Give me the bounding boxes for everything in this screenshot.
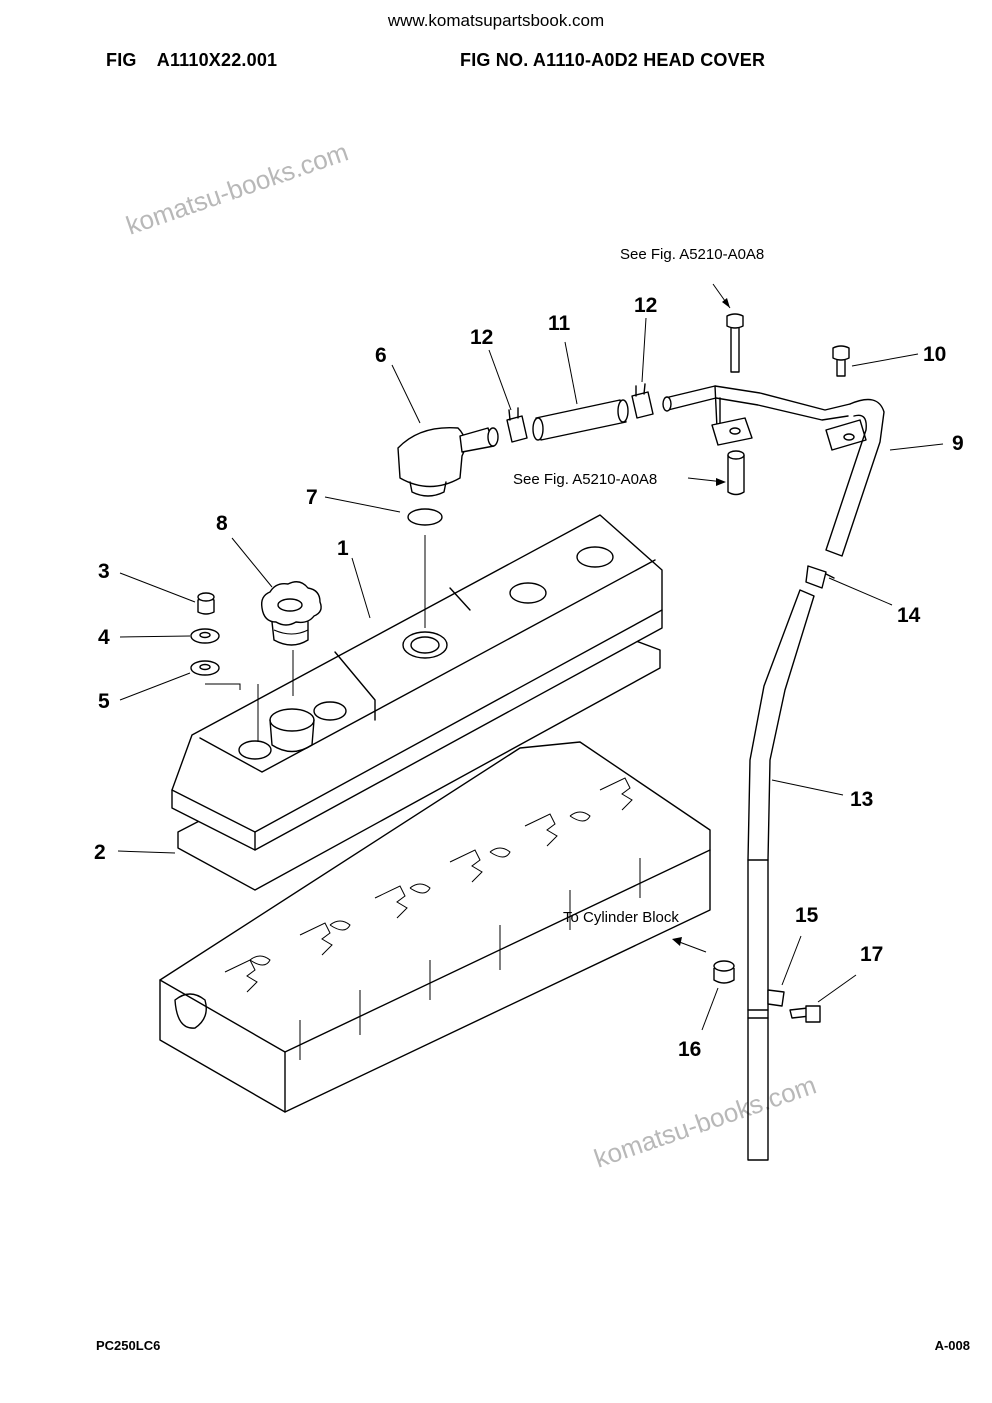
callout-1: 1 (337, 537, 349, 560)
head-cover-gasket (177, 621, 661, 891)
cylinder-head (159, 741, 711, 1113)
note-to-cylinder-block: To Cylinder Block (563, 909, 679, 926)
tube-13 (747, 589, 815, 1161)
spacer-16 (713, 960, 735, 984)
spacer-collar (727, 450, 745, 496)
watermark-bottom: komatsu-books.com (590, 1070, 820, 1174)
breather-pipe (662, 385, 867, 451)
note-see-fig-top: See Fig. A5210-A0A8 (620, 246, 764, 263)
leader-lines (117, 283, 944, 1031)
hose-and-clamps (506, 383, 654, 443)
bracket-bolt-upper (726, 313, 744, 373)
callout-3: 3 (98, 560, 110, 583)
callout-4: 4 (98, 626, 110, 649)
callout-7: 7 (306, 486, 318, 509)
callout-17: 17 (860, 943, 883, 966)
breather (397, 426, 499, 497)
callout-9: 9 (952, 432, 964, 455)
watermark-top: komatsu-books.com (122, 137, 352, 241)
note-see-fig-mid: See Fig. A5210-A0A8 (513, 471, 657, 488)
clip-15 (767, 989, 785, 1007)
fig-code-value: A1110X22.001 (156, 50, 278, 70)
callout-13: 13 (850, 788, 873, 811)
site-url: www.komatsupartsbook.com (387, 11, 605, 30)
fig-code: FIG A1110X22.001 (106, 50, 277, 71)
callout-14: 14 (897, 604, 921, 627)
oil-filler-cap (260, 581, 322, 646)
callout-12b: 12 (634, 294, 657, 317)
fig-code-label: FIG (106, 50, 137, 70)
bolt-10 (832, 345, 850, 377)
callout-12a: 12 (470, 326, 493, 349)
footer-model: PC250LC6 (96, 1338, 161, 1353)
callout-8: 8 (216, 512, 228, 535)
o-ring (407, 508, 443, 526)
hose-9 (825, 398, 885, 557)
callout-10: 10 (923, 343, 946, 366)
callout-15: 15 (795, 904, 819, 927)
callout-5: 5 (98, 690, 110, 713)
fig-title: FIG NO. A1110-A0D2 HEAD COVER (460, 50, 766, 70)
footer-page-number: A-008 (934, 1338, 970, 1353)
callout-16: 16 (678, 1038, 701, 1061)
bolt-17 (789, 1005, 821, 1023)
plug-and-washers (190, 592, 220, 676)
callout-2: 2 (94, 841, 106, 864)
callout-6: 6 (375, 344, 387, 367)
callout-11: 11 (548, 312, 571, 335)
clamp-14 (805, 565, 835, 589)
head-cover (171, 514, 663, 851)
